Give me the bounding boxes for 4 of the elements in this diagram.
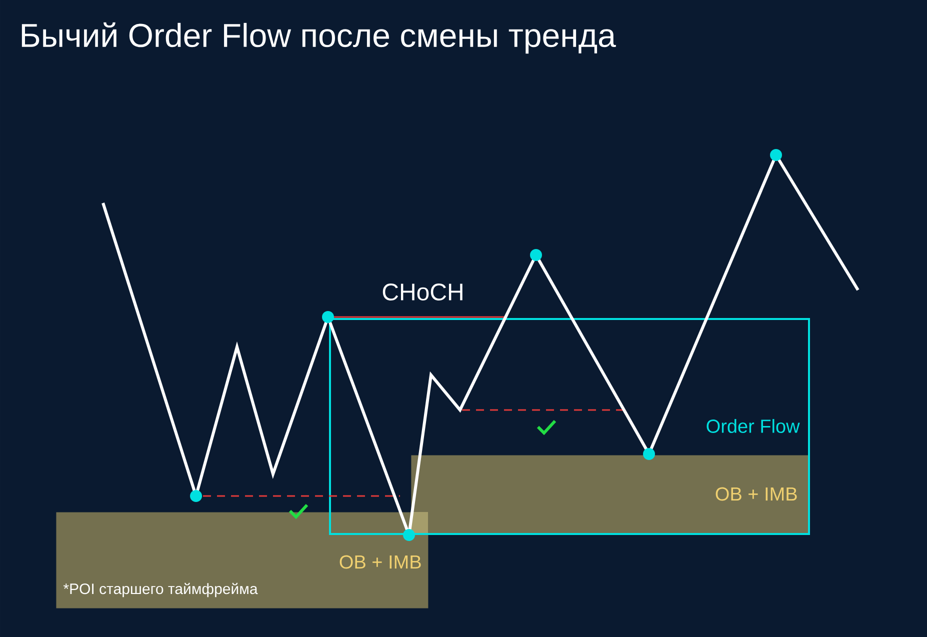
zone-box: OB + IMB [411,455,808,534]
title: Бычий Order Flow после смены тренда [22,22,616,54]
zone-box: OB + IMB *POI старшего таймфрейма [56,512,428,608]
choch-label: CHoCH [382,284,462,300]
